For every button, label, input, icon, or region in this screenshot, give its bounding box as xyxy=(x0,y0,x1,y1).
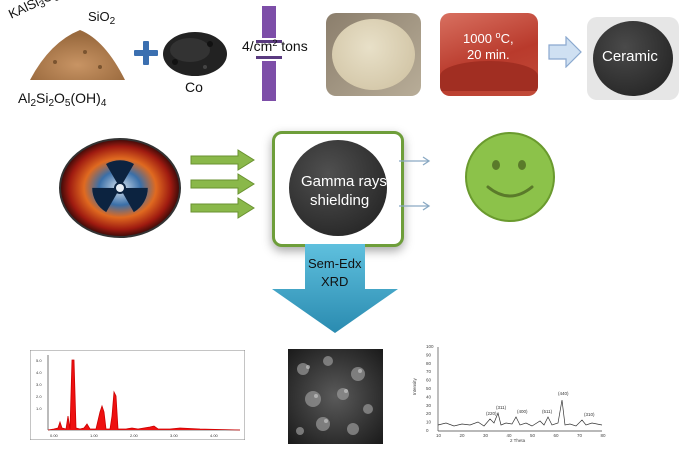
xrd-peak-label: (440) xyxy=(558,391,569,396)
xrd-y-tick: 60 xyxy=(426,378,432,383)
xrd-y-tick: 40 xyxy=(426,394,432,399)
xrd-y-tick: 90 xyxy=(426,352,432,357)
cobalt-powder xyxy=(163,32,227,76)
attenuated-arrows xyxy=(399,156,431,211)
svg-text:0.00: 0.00 xyxy=(50,433,59,438)
svg-text:1.00: 1.00 xyxy=(90,433,99,438)
silica-formula: SiO2 xyxy=(88,9,116,27)
pressure-label: 4/cm2 tons xyxy=(242,38,308,54)
pressed-pellet-photo xyxy=(326,13,421,96)
xrd-x-tick: 10 xyxy=(436,433,442,438)
svg-text:5.0: 5.0 xyxy=(36,358,42,363)
svg-text:4.00: 4.00 xyxy=(210,433,219,438)
xrd-y-tick: 0 xyxy=(426,428,429,433)
xrd-x-tick: 40 xyxy=(507,433,513,438)
xrd-peak-label: (310) xyxy=(584,412,595,417)
analysis-down-arrow xyxy=(272,244,398,333)
svg-text:4.0: 4.0 xyxy=(36,370,42,375)
svg-text:3.0: 3.0 xyxy=(36,382,42,387)
ceramic-photo xyxy=(587,17,679,100)
aluminosilicate-powder xyxy=(30,30,125,80)
edx-spectrum: 5.0 4.0 3.0 2.0 1.0 0.00 1.00 2.00 3.00 4.00 xyxy=(30,350,245,440)
xrd-peak-label: (511) xyxy=(542,409,553,414)
xrd-x-tick: 80 xyxy=(601,433,607,438)
sintered-pellet-photo xyxy=(440,13,538,96)
xrd-y-tick: 10 xyxy=(426,420,432,425)
xrd-peak-label: (220) xyxy=(486,411,497,416)
xrd-x-tick: 60 xyxy=(554,433,560,438)
arrow-right-icon xyxy=(548,36,582,68)
xrd-y-tick: 30 xyxy=(426,403,432,408)
sem-micrograph xyxy=(288,349,383,444)
kaolinite-formula: Al2Si2O5(OH)4 xyxy=(18,90,107,109)
xrd-y-tick: 80 xyxy=(426,361,432,366)
xrd-y-tick: 20 xyxy=(426,411,432,416)
cobalt-label: Co xyxy=(185,79,203,95)
ceramic-label: Ceramic xyxy=(602,48,658,65)
svg-text:1.0: 1.0 xyxy=(36,406,42,411)
shield-text-line1: Gamma rays xyxy=(301,173,387,190)
xrd-y-tick: 100 xyxy=(426,344,434,349)
xrd-x-tick: 30 xyxy=(483,433,489,438)
press-icon xyxy=(256,6,282,101)
radiation-hazard-icon xyxy=(59,138,181,238)
svg-text:2.00: 2.00 xyxy=(130,433,139,438)
shield-sample-frame xyxy=(272,131,404,247)
svg-text:2.0: 2.0 xyxy=(36,394,42,399)
xrd-y-tick: 70 xyxy=(426,369,432,374)
xrd-x-tick: 70 xyxy=(577,433,583,438)
xrd-y-tick: 50 xyxy=(426,386,432,391)
analysis-text-line1: Sem-Edx xyxy=(308,256,362,271)
xrd-x-tick: 20 xyxy=(460,433,466,438)
smiley-face-icon xyxy=(465,132,555,222)
sintering-temp: 1000 oC, xyxy=(463,30,514,46)
xrd-xlabel: 2 Theta xyxy=(510,438,526,443)
plus-icon xyxy=(134,41,158,65)
analysis-text-line2: XRD xyxy=(321,274,349,289)
gamma-arrows xyxy=(190,149,255,219)
xrd-peak-label: (311) xyxy=(496,405,507,410)
xrd-peak-label: (400) xyxy=(517,409,528,414)
xrd-ylabel: Intensity xyxy=(412,377,417,395)
xrd-x-tick: 50 xyxy=(530,433,536,438)
svg-text:3.00: 3.00 xyxy=(170,433,179,438)
sintering-time: 20 min. xyxy=(467,47,510,62)
shield-text-line2: shielding xyxy=(310,192,370,209)
